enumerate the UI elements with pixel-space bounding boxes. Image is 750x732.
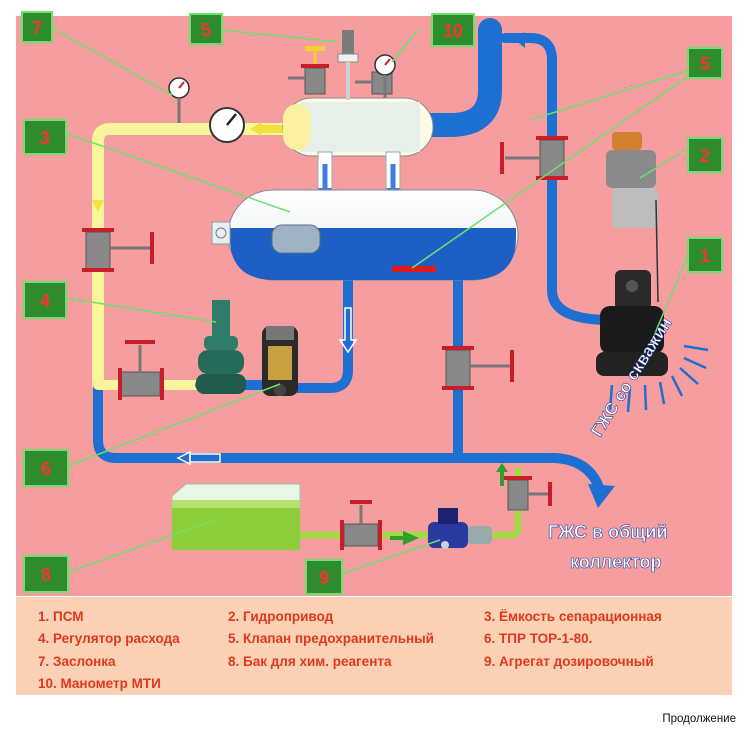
- callout-10: 10: [431, 13, 475, 47]
- callout-7: 7: [21, 11, 53, 43]
- footer-continued: Продолжение: [662, 713, 736, 725]
- valve-dosing-outlet: [504, 476, 552, 511]
- svg-text:2: 2: [700, 146, 710, 166]
- callout-6: 6: [23, 449, 69, 487]
- svg-text:10: 10: [443, 21, 463, 41]
- chemical-riser: [491, 466, 522, 539]
- inflow-arrows: [608, 344, 709, 413]
- hydraulic-drive: [606, 132, 659, 303]
- callout-8: 8: [23, 555, 69, 593]
- gas-line-yellow: [92, 123, 291, 391]
- legend-item-3: 3. Ёмкость сепарационная: [484, 609, 662, 624]
- legend-panel: 1. ПСМ 2. Гидропривод 3. Ёмкость сепарац…: [16, 597, 732, 695]
- gas-separator: [282, 97, 434, 157]
- callout-5-right: 5: [687, 47, 723, 79]
- legend-item-1: 1. ПСМ: [38, 609, 84, 624]
- outflow-label-line2: коллектор: [570, 552, 662, 572]
- separation-tank: [211, 189, 519, 281]
- legend-item-2: 2. Гидропривод: [228, 609, 334, 624]
- callout-4: 4: [23, 281, 67, 319]
- legend-item-9: 9. Агрегат дозировочный: [484, 654, 654, 669]
- legend-item-8: 8. Бак для хим. реагента: [228, 654, 392, 669]
- svg-text:3: 3: [40, 128, 50, 148]
- dosing-arrow: [390, 530, 419, 546]
- valve-left-bottom: [118, 340, 164, 400]
- callout-leaders: [51, 27, 691, 576]
- dosing-unit: [428, 508, 492, 549]
- outflow-arrow: [588, 484, 615, 508]
- flowmeter-tpr: [262, 326, 298, 396]
- flow-regulator: [196, 300, 246, 394]
- svg-text:9: 9: [319, 568, 329, 588]
- outflow-label-line1: ГЖС в общий: [548, 522, 668, 542]
- safety-valve-indicator: [392, 266, 436, 272]
- legend-item-5: 5. Клапан предохранительный: [228, 631, 434, 646]
- flow-arrows: [92, 32, 709, 546]
- svg-text:6: 6: [41, 459, 51, 479]
- gauge-left: [168, 77, 190, 123]
- valve-right-bottom: [442, 346, 514, 390]
- chemical-tank: [171, 483, 301, 550]
- gas-flow-arrow: [92, 200, 104, 212]
- svg-text:4: 4: [40, 291, 50, 311]
- legend-item-7: 7. Заслонка: [38, 654, 116, 669]
- legend-item-10: 10. Манометр МТИ: [38, 676, 161, 691]
- svg-text:1: 1: [700, 246, 710, 266]
- separator-inlet-pipe: [418, 18, 502, 137]
- svg-text:5: 5: [700, 54, 710, 74]
- gauge-top-right: [374, 54, 396, 98]
- collector-line-bottom: [93, 380, 560, 463]
- gauge-mti: [209, 107, 245, 143]
- callout-2: 2: [687, 137, 723, 173]
- legend-item-6: 6. ТПР ТОР-1-80.: [484, 631, 593, 646]
- svg-text:8: 8: [41, 565, 51, 585]
- svg-text:5: 5: [201, 20, 211, 40]
- svg-text:7: 7: [32, 18, 42, 38]
- tank-outlet-left: [291, 273, 353, 393]
- safety-valve-top: [337, 30, 359, 100]
- callout-3: 3: [23, 119, 67, 155]
- gauges: [168, 54, 396, 143]
- valve-top-left: [288, 46, 329, 95]
- psm-unit: [596, 270, 668, 376]
- callout-9: 9: [305, 559, 343, 595]
- callout-5-top: 5: [189, 13, 223, 45]
- legend-item-4: 4. Регулятор расхода: [38, 631, 180, 646]
- callout-1: 1: [687, 237, 723, 273]
- callouts: 7 5 10 5 3 2 1 4: [21, 11, 723, 595]
- valve-gas-line: [82, 228, 154, 272]
- inlet-arrow: [515, 32, 525, 48]
- valve-chemical: [340, 500, 382, 550]
